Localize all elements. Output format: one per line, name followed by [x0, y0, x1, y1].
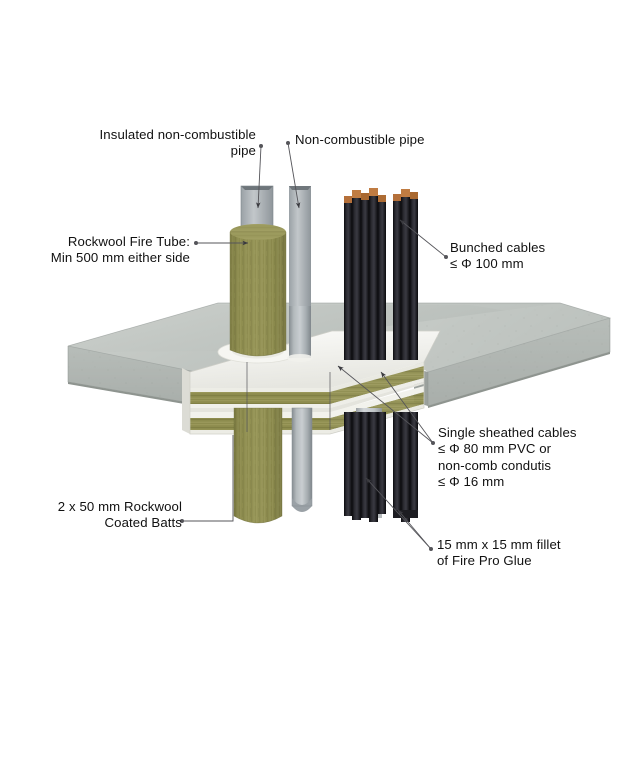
label-fire-pro-glue: 15 mm x 15 mm fillet of Fire Pro Glue	[437, 537, 561, 569]
non-combustible-pipe	[287, 186, 313, 512]
label-rockwool-fire-tube: Rockwool Fire Tube: Min 500 mm either si…	[50, 234, 190, 266]
cable-bundle-left	[344, 188, 386, 522]
label-non-combustible-pipe: Non-combustible pipe	[295, 132, 425, 147]
label-single-sheathed-cables: Single sheathed cables ≤ Φ 80 mm PVC or …	[438, 425, 577, 490]
label-bunched-cables: Bunched cables ≤ Φ 100 mm	[450, 240, 546, 272]
label-insulated-pipe: Insulated non-combustible pipe	[99, 127, 256, 159]
rockwool-fire-tube	[229, 224, 287, 357]
cable-bundle-right	[393, 189, 418, 522]
label-coated-batts: 2 x 50 mm Rockwool Coated Batts	[57, 499, 182, 531]
callout-leader-lines	[180, 141, 448, 551]
rockwool-fire-tube-lower	[233, 407, 283, 524]
